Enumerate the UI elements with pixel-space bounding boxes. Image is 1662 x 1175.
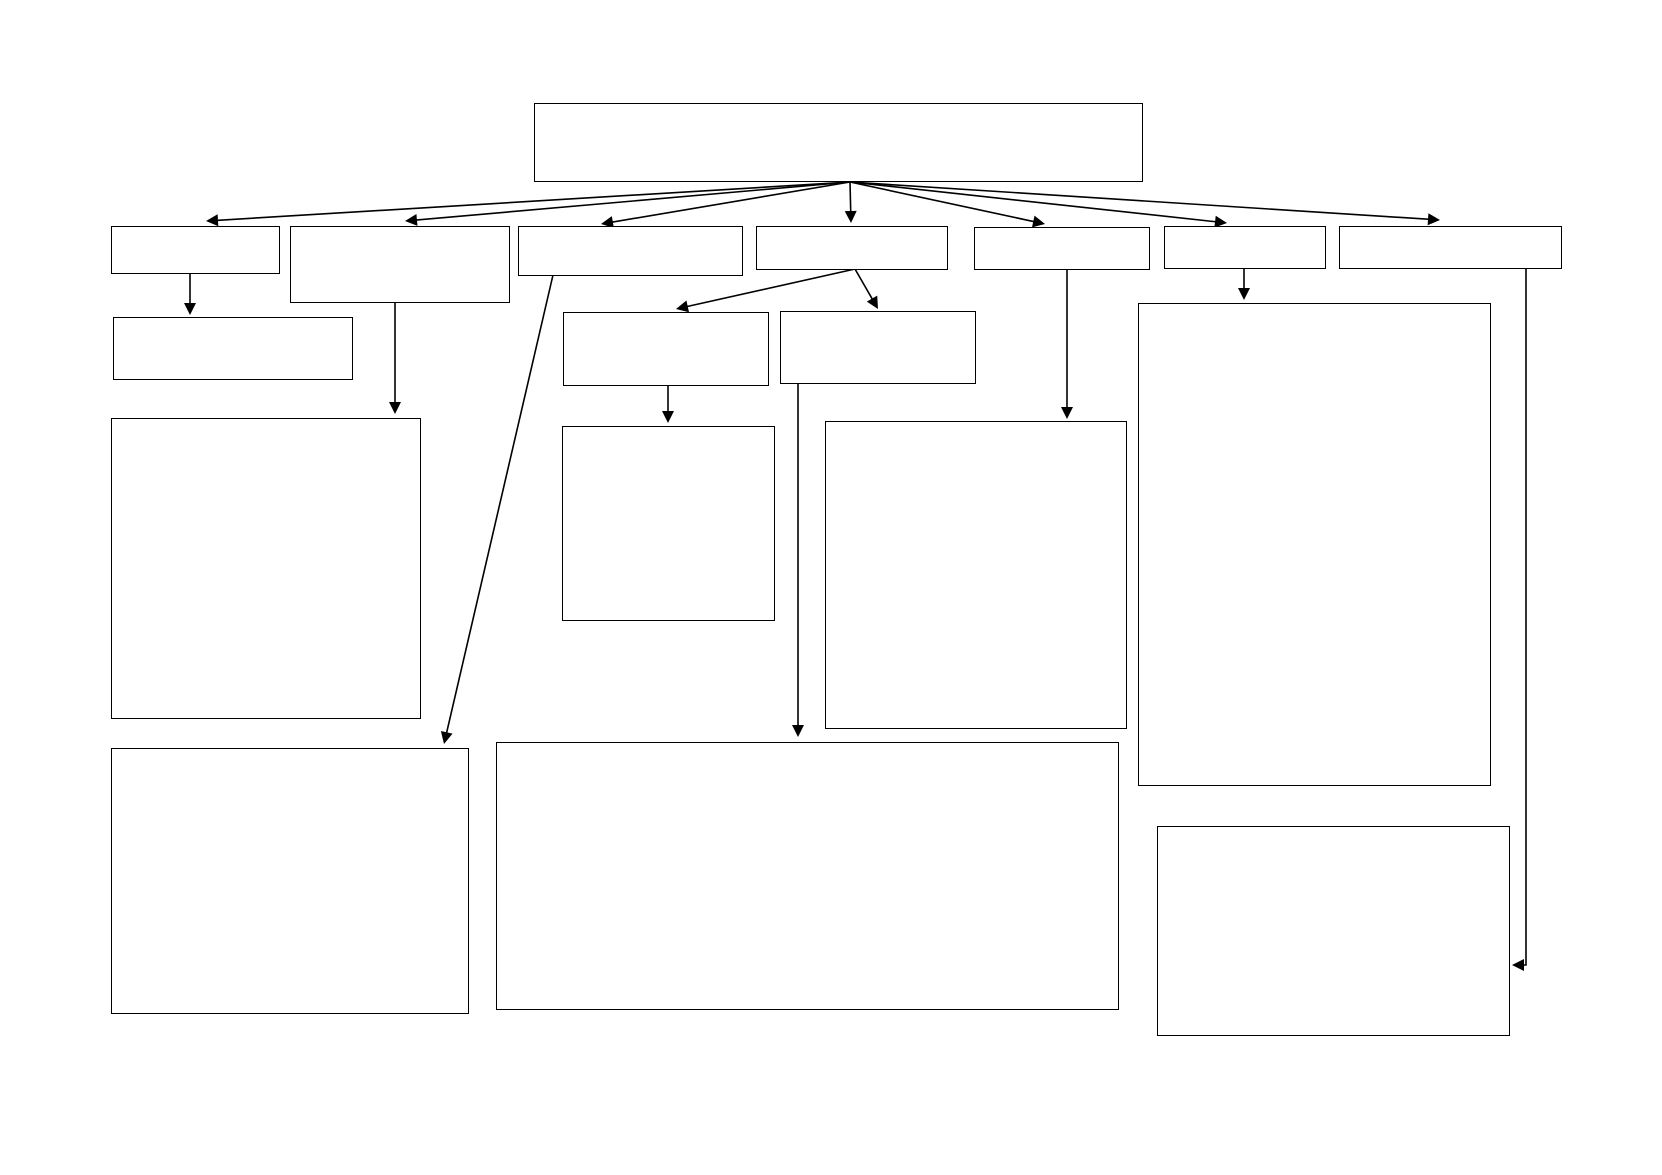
connector-root-to-level1-box-6 xyxy=(849,181,1227,228)
arrowhead-icon xyxy=(792,725,804,737)
connector-line xyxy=(445,274,554,737)
arrowhead-icon xyxy=(1214,215,1227,228)
arrowhead-icon xyxy=(844,210,857,223)
connector-line xyxy=(412,181,851,222)
node-box-4b xyxy=(780,311,976,384)
node-box-1a xyxy=(113,317,353,380)
connector-root-to-level1-box-7 xyxy=(849,181,1440,226)
arrowhead-icon xyxy=(1512,959,1524,971)
connector-level1-box-7-to-box-7a xyxy=(1512,268,1527,971)
connector-line xyxy=(608,181,851,224)
arrowhead-icon xyxy=(1032,215,1045,228)
node-level1-box-3 xyxy=(518,226,743,276)
connector-line xyxy=(849,181,1038,224)
arrowhead-icon xyxy=(676,300,690,313)
connector-root-to-level1-box-4 xyxy=(844,181,857,223)
connector-level1-box-4-to-box-4b xyxy=(854,268,878,309)
arrowhead-icon xyxy=(1238,288,1250,300)
node-box-3a xyxy=(111,748,469,1014)
arrowhead-icon xyxy=(1427,213,1440,226)
node-box-2a xyxy=(111,418,421,719)
node-box-5a xyxy=(825,421,1127,729)
node-box-4a xyxy=(563,312,769,386)
connector-root-to-level1-box-3 xyxy=(601,181,851,228)
connector-root-to-level1-box-2 xyxy=(405,181,851,226)
arrowhead-icon xyxy=(662,411,674,423)
arrowhead-icon xyxy=(440,730,453,744)
connector-line xyxy=(849,181,852,216)
arrowhead-icon xyxy=(1061,407,1073,419)
node-level1-box-6 xyxy=(1164,226,1326,269)
connector-root-to-level1-box-1 xyxy=(206,181,851,227)
connector-box-4a-to-box-4a-child xyxy=(662,385,674,423)
node-level1-box-5 xyxy=(974,227,1150,270)
connector-level1-box-1-to-box-1a xyxy=(184,273,196,315)
connector-box-4b-to-box-4b-child xyxy=(792,383,804,737)
connector-level1-box-6-to-box-6a xyxy=(1238,268,1250,300)
connector-line xyxy=(683,268,856,309)
node-level1-box-2 xyxy=(290,226,510,303)
connector-level1-box-2-to-box-2a xyxy=(389,302,401,414)
node-box-6a xyxy=(1138,303,1491,786)
arrowhead-icon xyxy=(389,402,401,414)
node-level1-box-1 xyxy=(111,226,280,274)
node-root xyxy=(534,103,1143,182)
nodes-layer xyxy=(111,103,1562,1036)
arrowhead-icon xyxy=(866,295,878,309)
connector-level1-box-5-to-box-5a xyxy=(1061,269,1073,419)
connector-line xyxy=(849,181,1220,223)
node-level1-box-4 xyxy=(756,226,948,270)
arrowhead-icon xyxy=(405,213,418,226)
connector-line xyxy=(1520,268,1527,966)
connector-line xyxy=(213,181,851,222)
arrowhead-icon xyxy=(206,214,219,227)
connector-line xyxy=(849,181,1433,221)
arrowhead-icon xyxy=(184,303,196,315)
node-level1-box-7 xyxy=(1339,226,1562,269)
connector-root-to-level1-box-5 xyxy=(849,181,1045,228)
connector-line xyxy=(854,268,875,303)
connector-level1-box-3-to-box-3a xyxy=(440,274,554,744)
node-box-4b-child xyxy=(496,742,1119,1010)
connector-level1-box-4-to-box-4a xyxy=(676,268,856,313)
node-box-7a xyxy=(1157,826,1510,1036)
node-box-4a-child xyxy=(562,426,775,621)
edges-layer xyxy=(184,181,1527,971)
arrowhead-icon xyxy=(601,216,614,228)
